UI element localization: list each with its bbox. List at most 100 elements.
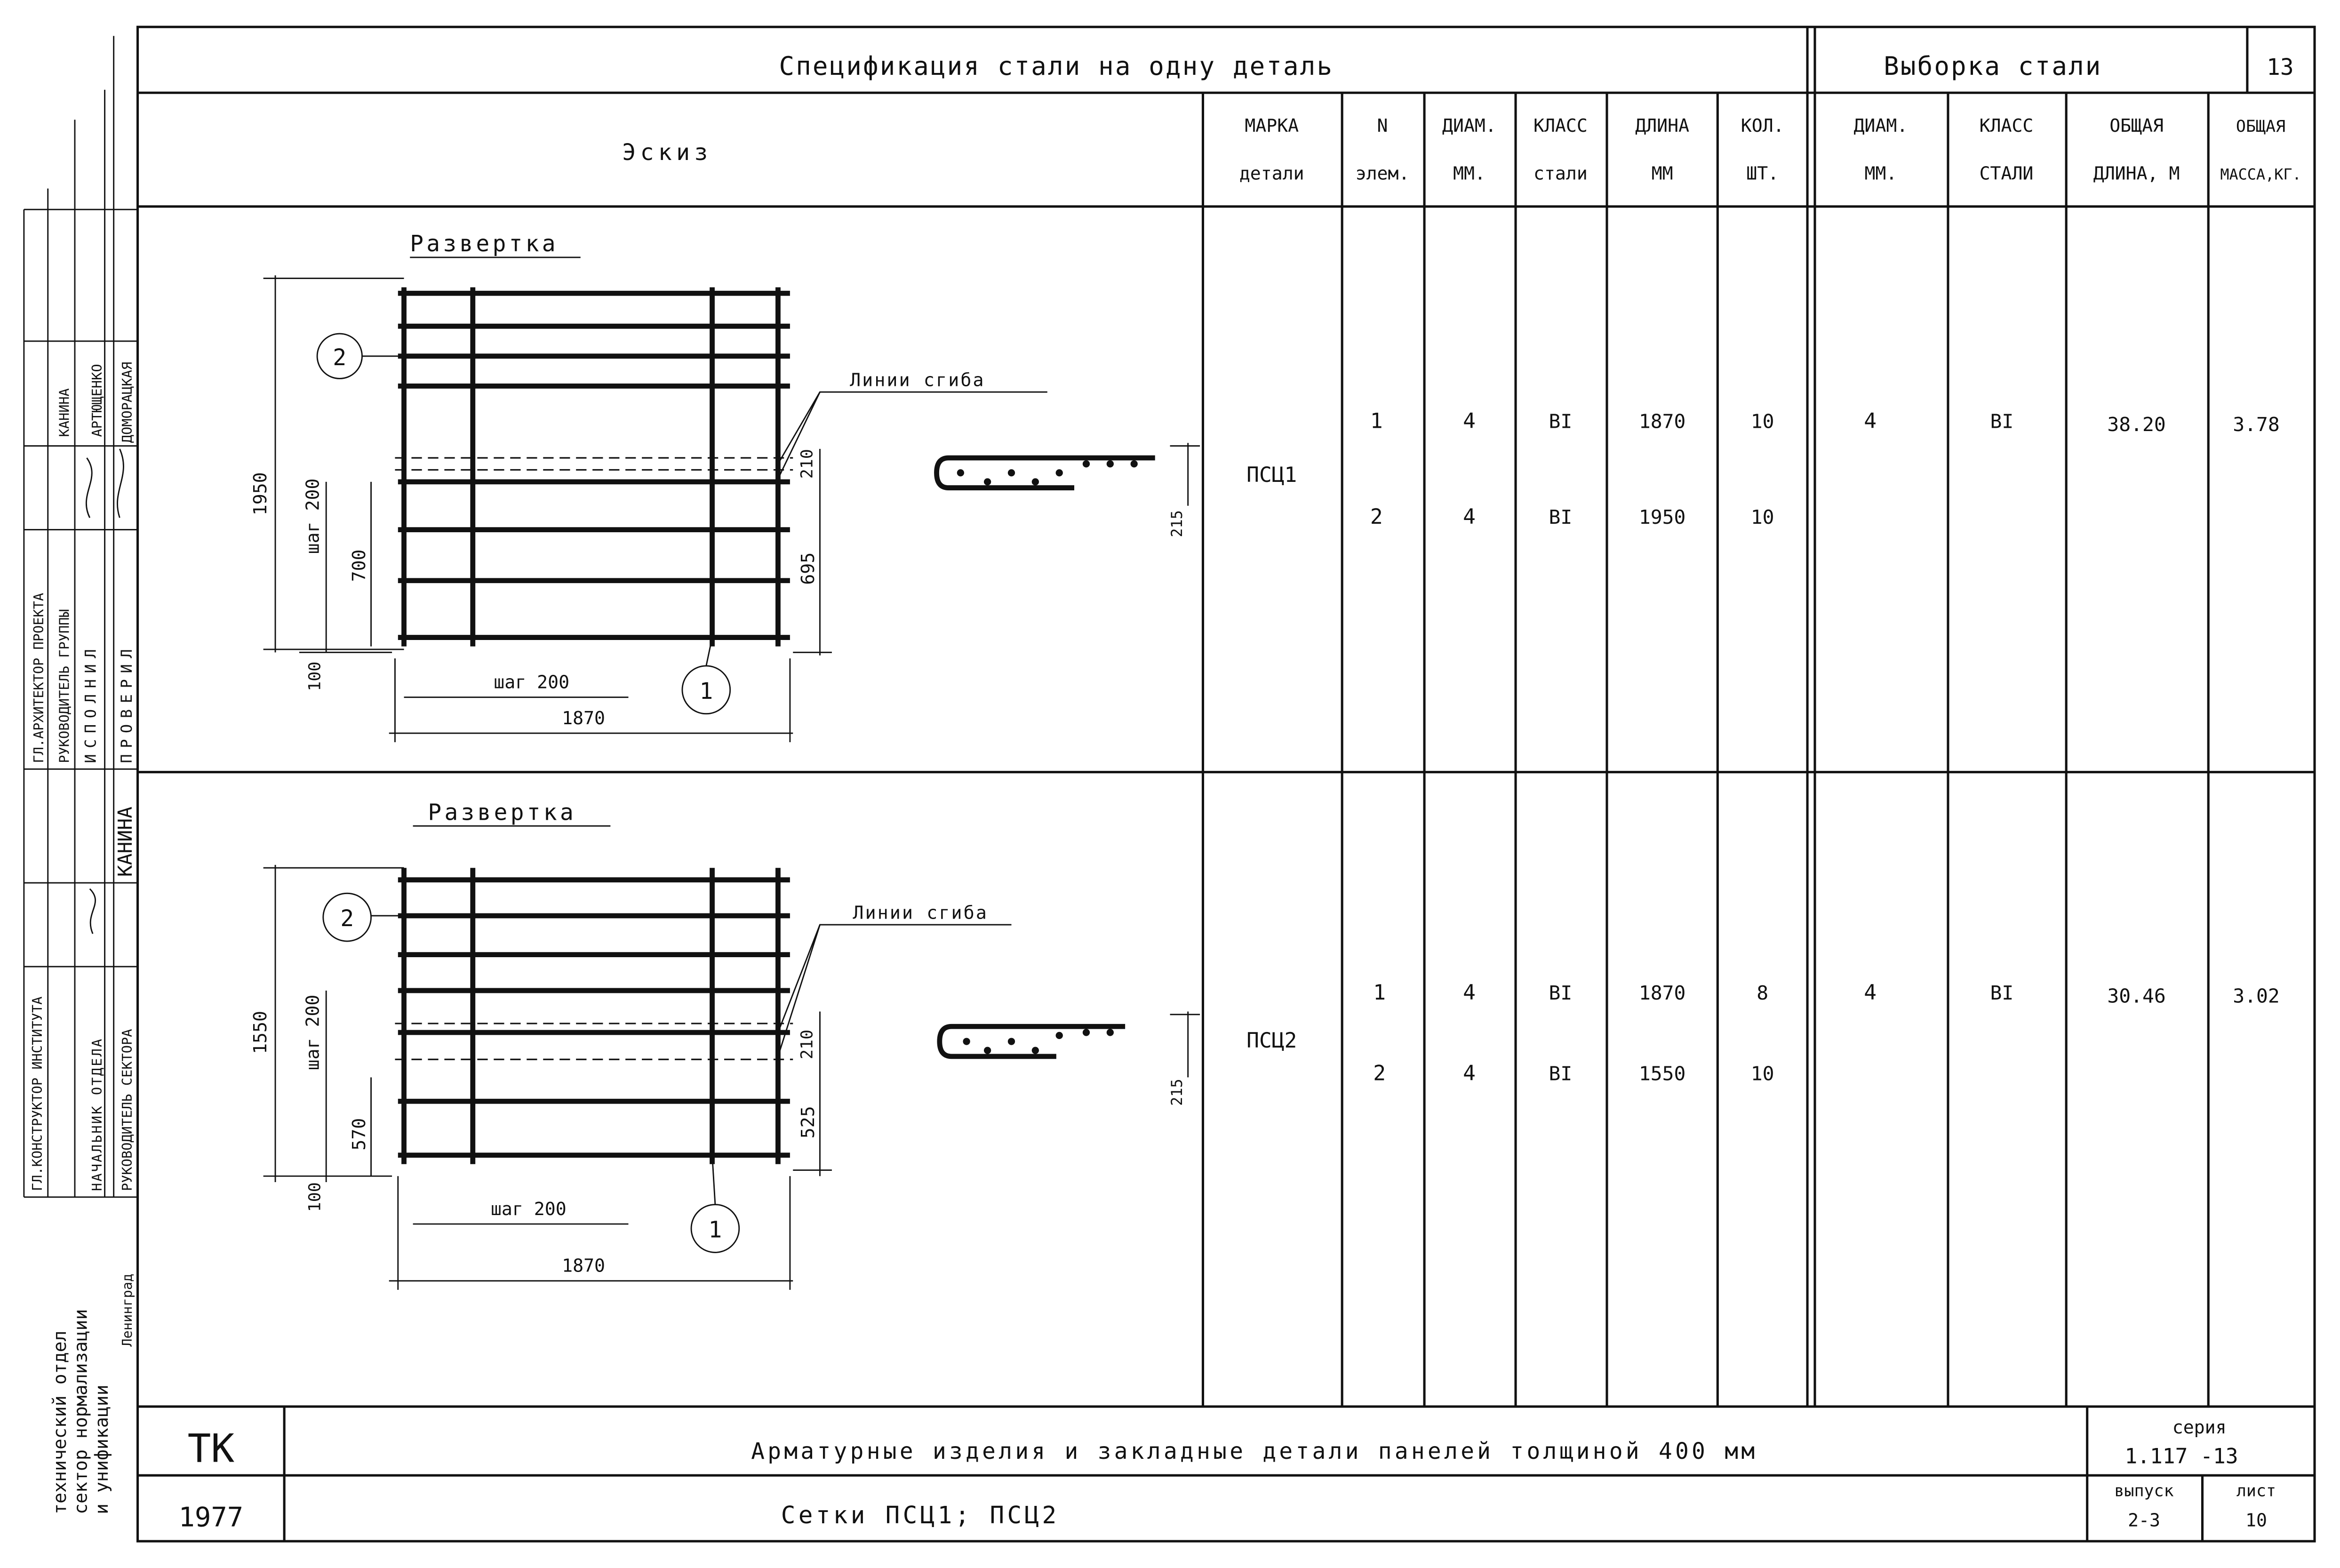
series-value: 1.117 -13 [2124, 1445, 2238, 1469]
sketch1-section-dim: 215 [1168, 510, 1186, 537]
row2-e1-diam: 4 [1463, 981, 1476, 1005]
sketch1-part: 700 [349, 549, 369, 582]
row1-e2-n: 2 [1370, 505, 1383, 529]
row2-mark: ПСЦ2 [1246, 1029, 1297, 1053]
table-row: ПСЦ1 1 4 BI 1870 10 2 4 BI 1950 10 4 BI … [1246, 409, 2280, 529]
name-4: КАНИНА [114, 807, 136, 877]
page-number: 13 [2267, 55, 2293, 80]
row1-e1-class: BI [1549, 410, 1573, 432]
org-line-2: сектор нормализации [70, 1309, 91, 1514]
row1-sample-length: 38.20 [2107, 413, 2165, 436]
sketch1-title: Развертка [410, 231, 559, 257]
row1-e2-class: BI [1549, 506, 1573, 528]
row2-sample-length: 30.46 [2107, 984, 2165, 1007]
sketch1-height: 1950 [250, 472, 271, 515]
sketch1-bend-gap: 210 [798, 449, 817, 479]
row1-e1-qty: 10 [1751, 410, 1774, 432]
row1-sample-class: BI [1990, 410, 2014, 432]
role-checked: ПРОВЕРИЛ [118, 643, 136, 763]
signatures [85, 448, 124, 934]
stamp-title: Арматурные изделия и закладные детали па… [751, 1439, 1757, 1464]
series-label: серия [2172, 1417, 2227, 1438]
sketch-psc1: Развертка Линии сгиба 2 1 195 [250, 231, 1200, 743]
role-chief-constructor: ГЛ.КОНСТРУКТОР ИНСТИТУТА [29, 997, 45, 1191]
col-length-2: ММ [1652, 163, 1673, 184]
sketch1-edge: 100 [305, 662, 324, 691]
row2-e2-qty: 10 [1751, 1063, 1774, 1085]
side-stamp: ГЛ.АРХИТЕКТОР ПРОЕКТА РУКОВОДИТЕЛЬ ГРУПП… [23, 36, 138, 1514]
col-length-1: ДЛИНА [1635, 115, 1689, 136]
table-grid [136, 25, 2316, 1543]
col-class-2: стали [1533, 163, 1588, 184]
row1-sample-mass: 3.78 [2233, 413, 2280, 436]
stamp-year: 1977 [178, 1502, 243, 1533]
row2-e2-class: BI [1549, 1063, 1573, 1085]
sketch1-width: 1870 [562, 708, 605, 728]
role-sector-head: РУКОВОДИТЕЛЬ СЕКТОРА [119, 1029, 135, 1192]
callout-2 [322, 892, 372, 942]
section-dots [963, 1029, 1114, 1054]
role-executed: ИСПОЛНИЛ [82, 643, 100, 763]
sketch1-bend-label: Линии сгиба [850, 369, 985, 390]
col-diam-1: ДИАМ. [1442, 115, 1496, 136]
sketch1-callout-a: 2 [333, 345, 346, 371]
row1-e1-diam: 4 [1463, 409, 1476, 433]
col-elem-2: элем. [1356, 163, 1410, 184]
row1-e1-n: 1 [1370, 409, 1383, 433]
col-qty-2: ШТ. [1746, 163, 1779, 184]
row1-e2-diam: 4 [1463, 505, 1476, 529]
section-psc2 [937, 1024, 1126, 1059]
col-sclass-2: СТАЛИ [1980, 163, 2034, 184]
sketch2-title: Развертка [428, 800, 576, 825]
row2-sample-mass: 3.02 [2233, 984, 2280, 1007]
col-qty-1: КОЛ. [1741, 115, 1784, 136]
section-dots [957, 460, 1138, 486]
col-sdiam-2: ММ. [1864, 163, 1897, 184]
col-smass-2: МАССА,КГ. [2220, 166, 2301, 184]
role-chief-architect: ГЛ.АРХИТЕКТОР ПРОЕКТА [31, 593, 47, 763]
sheet-value: 10 [2245, 1510, 2267, 1530]
row1-e1-length: 1870 [1639, 410, 1686, 432]
row1-e2-length: 1950 [1639, 506, 1686, 528]
sketch1-step-h: шаг 200 [494, 672, 569, 693]
section-psc1 [934, 455, 1155, 490]
col-smass-1: ОБЩАЯ [2236, 117, 2285, 136]
sketch2-step-h: шаг 200 [491, 1199, 567, 1219]
org-city: Ленинград [119, 1274, 135, 1347]
sheet-label: лист [2236, 1482, 2276, 1501]
col-sclass-1: КЛАСС [1980, 115, 2034, 136]
row2-e2-n: 2 [1373, 1062, 1386, 1086]
row1-e2-qty: 10 [1751, 506, 1774, 528]
sketch1-callout-b: 1 [699, 679, 713, 704]
stamp-subtitle: Сетки ПСЦ1; ПСЦ2 [781, 1501, 1060, 1529]
col-slength-2: ДЛИНА, М [2093, 163, 2180, 184]
row2-e1-qty: 8 [1757, 982, 1768, 1004]
issue-value: 2-3 [2128, 1510, 2160, 1530]
col-class-1: КЛАСС [1533, 115, 1588, 136]
sketch2-bend-label: Линии сгиба [853, 902, 988, 923]
stamp-code: ТК [188, 1426, 235, 1472]
sketch2-bend-gap: 210 [798, 1030, 817, 1059]
col-sdiam-1: ДИАМ. [1853, 115, 1908, 136]
row2-e1-length: 1870 [1639, 982, 1686, 1004]
title-block: ТК 1977 Арматурные изделия и закладные д… [178, 1417, 2276, 1533]
row1-sample-diam: 4 [1864, 409, 1877, 433]
sample-title: Выборка стали [1884, 51, 2102, 81]
sketch2-height: 1550 [250, 1011, 271, 1054]
org-line-3: и унификации [91, 1384, 112, 1514]
role-group-leader: РУКОВОДИТЕЛЬ ГРУППЫ [56, 609, 72, 763]
name-1: КАНИНА [56, 388, 72, 437]
role-dept-head: НАЧАЛЬНИК ОТДЕЛА [89, 1038, 105, 1191]
sketch2-step-v: шаг 200 [302, 995, 323, 1071]
col-diam-2: ММ. [1453, 163, 1485, 184]
row2-e2-length: 1550 [1639, 1063, 1686, 1085]
row2-e1-class: BI [1549, 982, 1573, 1004]
sketch2-part: 570 [349, 1118, 369, 1151]
spec-title: Спецификация стали на одну деталь [779, 51, 1334, 81]
col-elem-1: N [1377, 115, 1388, 136]
sketch1-step-v: шаг 200 [302, 479, 323, 554]
row2-sample-diam: 4 [1864, 981, 1877, 1005]
col-mark-1: МАРКА [1245, 115, 1299, 136]
table-row: ПСЦ2 1 4 BI 1870 8 2 4 BI 1550 10 4 BI 3… [1246, 981, 2280, 1086]
